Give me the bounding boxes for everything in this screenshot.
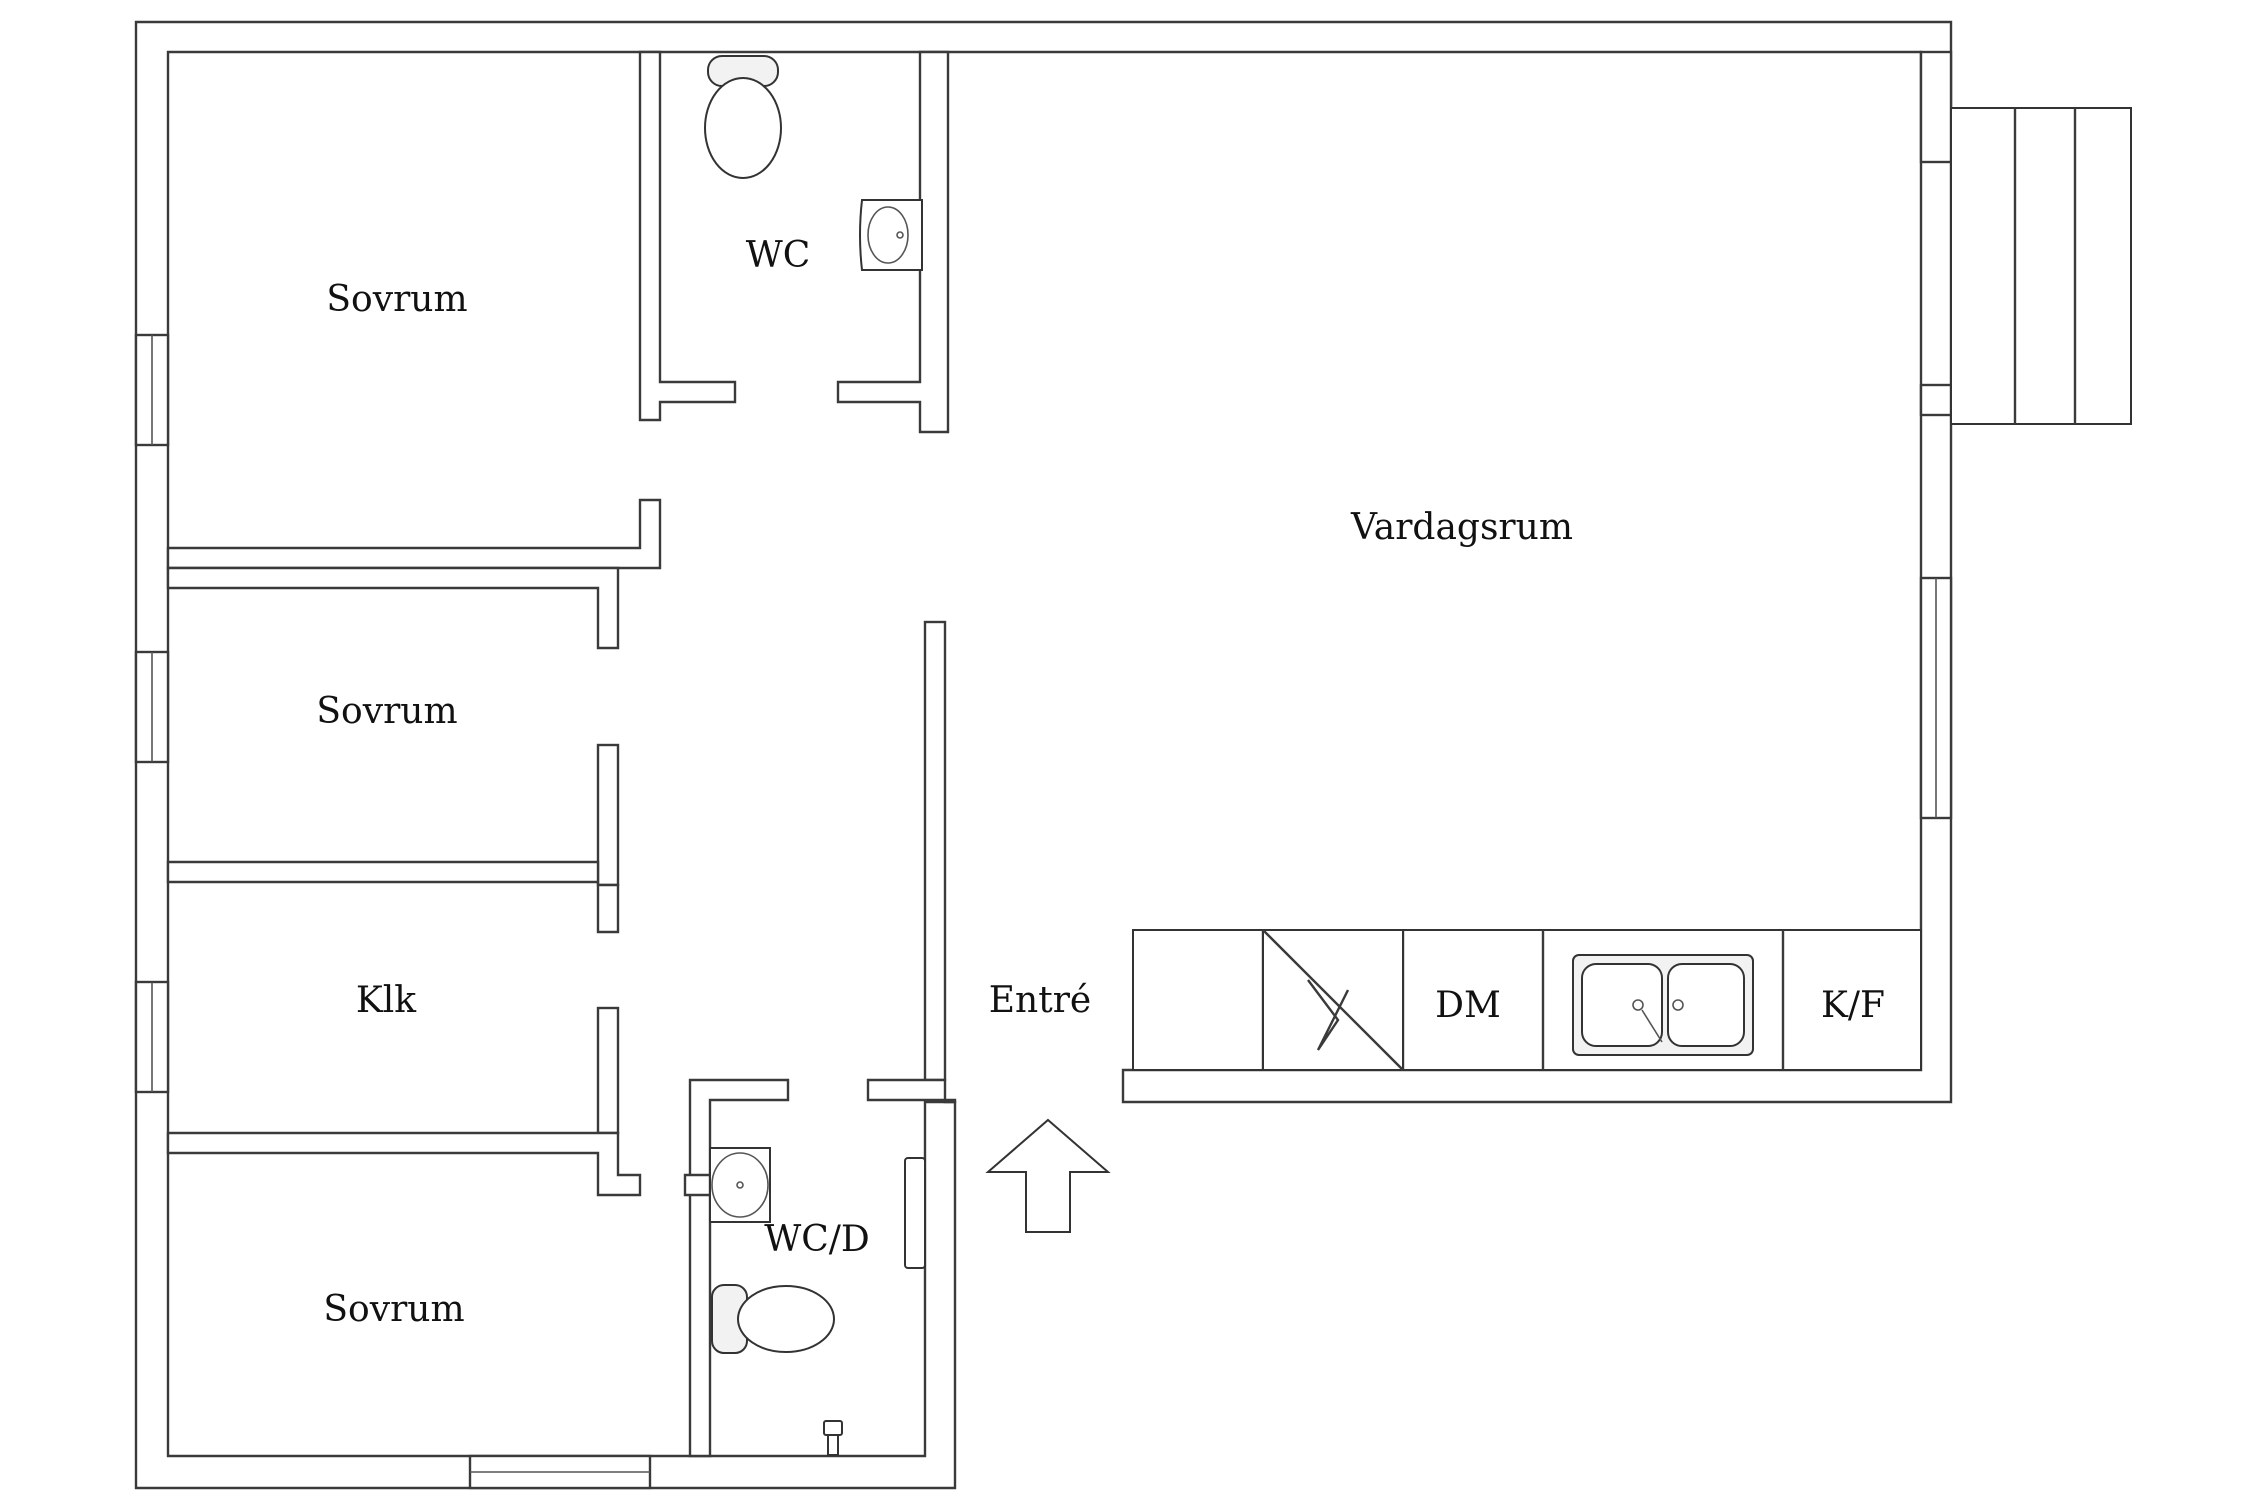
sink-icon [859,199,923,271]
sink-icon [709,1147,771,1223]
room-label-sovrum: Sovrum [316,691,457,732]
room-label-sovrum: Sovrum [326,279,467,320]
double-sink-icon [1572,954,1754,1056]
interior-walls [166,50,957,1458]
toilet-icon [711,1284,835,1354]
stairs-icon [1950,107,2132,425]
kitchen-counter [1132,929,1922,1071]
room-label-wc: WC [746,235,811,276]
room-label-vardagsrum: Vardagsrum [1350,507,1573,548]
room-label-sovrum: Sovrum [323,1289,464,1330]
stove-icon [1262,929,1404,1071]
shower-rail [904,1157,926,1269]
room-label-wc-d: WC/D [764,1219,870,1260]
toilet-icon [704,55,782,179]
room-labels: Sovrum WC Vardagsrum Sovrum Klk Entré So… [316,235,1885,1330]
kitchen-label-kf: K/F [1821,985,1885,1026]
windows [134,50,1953,1490]
entrance-arrow-icon [985,1118,1111,1233]
outer-walls [134,20,1953,1490]
floor-drain-icon [823,1420,843,1456]
room-label-entre: Entré [989,980,1091,1021]
room-label-klk: Klk [356,980,417,1021]
kitchen-label-dm: DM [1435,985,1501,1026]
